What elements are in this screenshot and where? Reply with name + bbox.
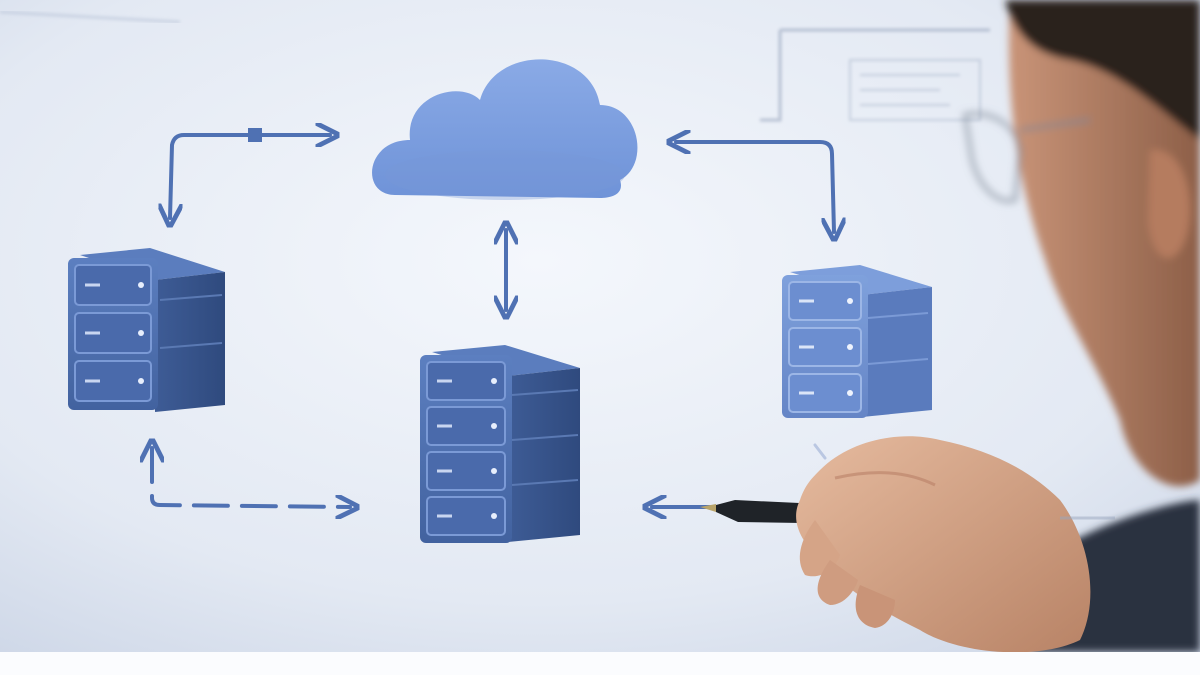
server-rack-icon [420,345,580,543]
connection-arrows [152,128,834,507]
arrow-icon [813,443,827,460]
image-bottom-border [0,652,1200,675]
person-hair [1005,0,1200,140]
person-head [1009,0,1200,487]
hand-holding-pen [700,436,1091,653]
cloud-icon [372,59,638,200]
whiteboard-edge-stroke [0,10,181,24]
background-sketch [760,28,990,122]
person-ear [1148,149,1190,259]
arrow-connector-dot [248,128,262,142]
person-silhouette [962,0,1200,652]
server-rack-icon [782,265,932,418]
person-glasses [962,111,1023,203]
server-rack-icon [68,248,225,412]
arrow-icon [170,135,330,218]
arrow-icon [152,448,350,507]
arrow-icon [676,142,834,232]
